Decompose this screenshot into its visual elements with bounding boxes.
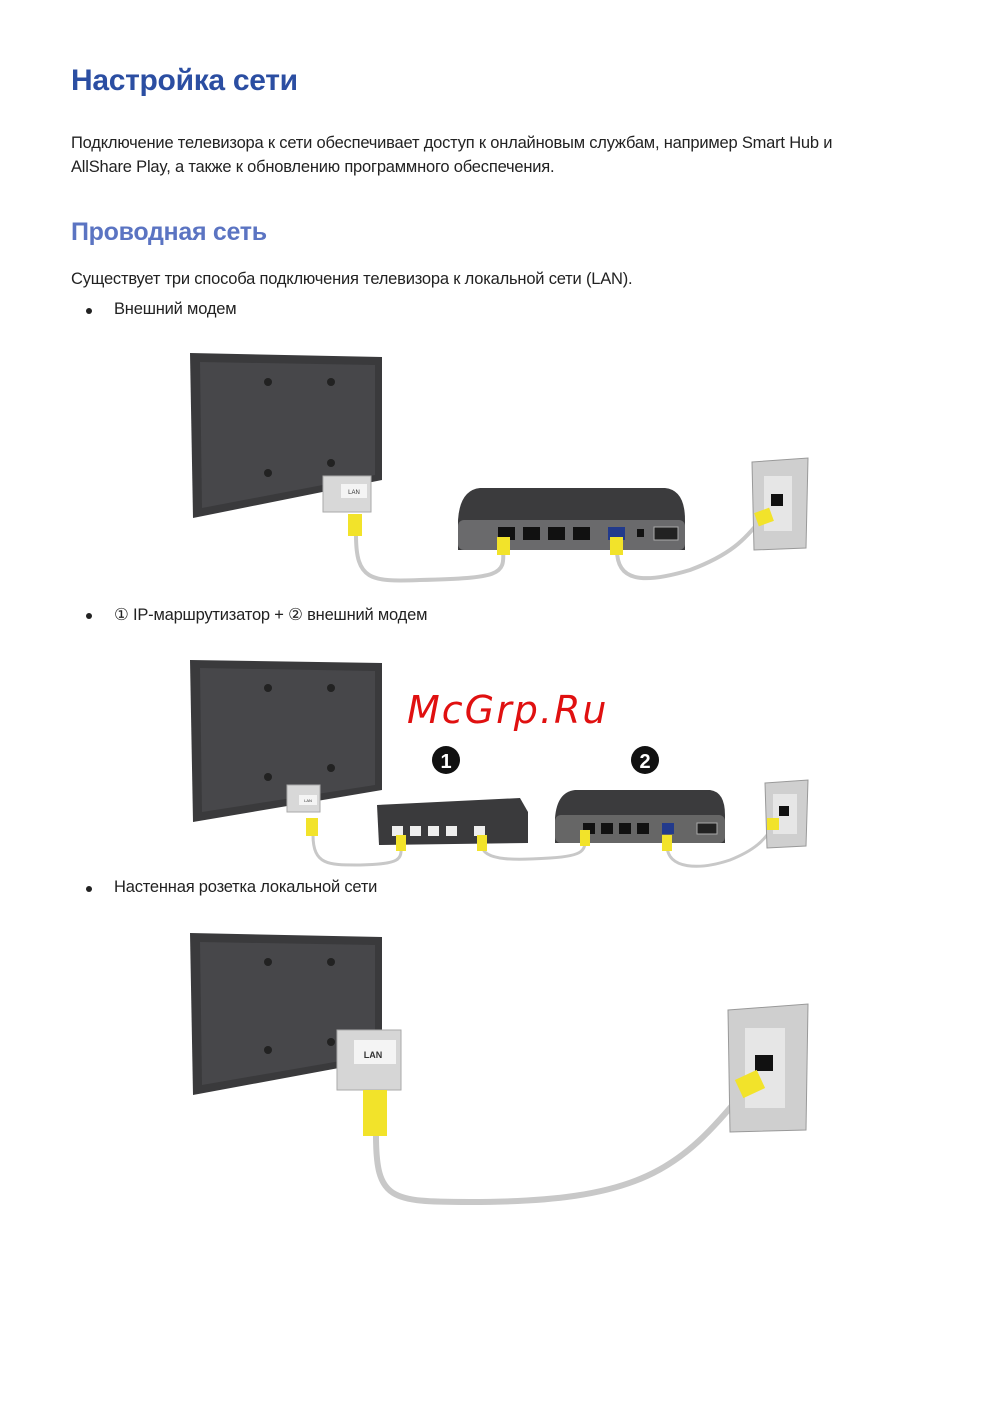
bullet-dot [86, 613, 92, 619]
modem-illustration [555, 790, 725, 843]
section-description: Существует три способа подключения телев… [71, 270, 633, 288]
badge-number: 2 [639, 751, 650, 773]
page-title: Настройка сети [71, 64, 298, 97]
lan-port-box: LAN [322, 475, 372, 513]
wall-lan-socket [751, 457, 809, 551]
lan-label: LAN [364, 1050, 383, 1060]
watermark: McGrp.Ru [407, 688, 608, 732]
badge-router: 1 [432, 746, 460, 774]
lan-label: LAN [348, 490, 360, 496]
tv-back-illustration [190, 353, 382, 518]
tv-back-illustration [190, 660, 382, 822]
cable-plug [610, 537, 623, 555]
wall-lan-socket [764, 779, 809, 849]
modem-illustration [458, 488, 685, 550]
badge-number: 1 [440, 751, 451, 773]
section-heading: Проводная сеть [71, 218, 267, 246]
intro-line-2: AllShare Play, а также к обновлению прог… [71, 158, 555, 176]
intro-paragraph: Подключение телевизора к сети обеспечива… [71, 131, 832, 179]
badge-modem: 2 [631, 746, 659, 774]
wall-lan-socket [727, 1003, 809, 1133]
intro-line-1: Подключение телевизора к сети обеспечива… [71, 134, 833, 152]
lan-port-box: LAN [286, 784, 321, 813]
cable-plug [306, 818, 318, 836]
tv-back-illustration [190, 933, 382, 1095]
ip-router-illustration [377, 798, 528, 845]
bullet-dot [86, 308, 92, 314]
figure-wall-socket: LAN [190, 933, 809, 1206]
lan-port-box: LAN [336, 1029, 402, 1091]
bullet-label: ① IP-маршрутизатор + ② внешний модем [114, 606, 428, 624]
cable-plug [396, 835, 406, 851]
lan-label: LAN [304, 798, 312, 803]
cable-plug [662, 835, 672, 851]
bullet-label: Настенная розетка локальной сети [114, 878, 378, 896]
cable-plug [477, 835, 487, 851]
figure-router-modem: LAN 1 2 McGrp.Ru [190, 660, 809, 868]
cable-plug [580, 830, 590, 846]
bullet-label: Внешний модем [114, 300, 237, 318]
cable-plug [497, 537, 510, 555]
figure-external-modem: LAN [190, 353, 809, 583]
cable-plug [348, 514, 362, 536]
cable-plug [363, 1090, 387, 1136]
bullet-dot [86, 886, 92, 892]
